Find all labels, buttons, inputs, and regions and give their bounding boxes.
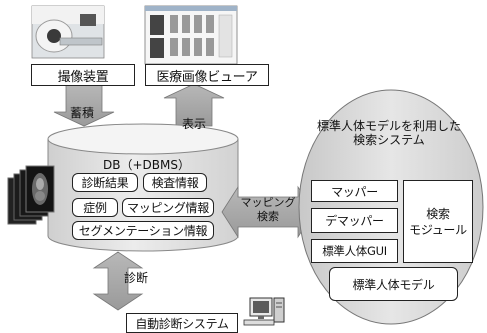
mapping-arrow-label-1: マッピング <box>240 196 296 209</box>
imaging-device-label: 撮像装置 <box>31 64 135 86</box>
diagnose-arrow-label: 診断 <box>124 271 149 285</box>
store-arrow-label: 蓄積 <box>70 106 95 120</box>
db-item-exam-info: 検査情報 <box>143 173 207 192</box>
standard-body-gui-module: 標準人体GUI <box>311 239 398 263</box>
diagnose-arrow <box>92 251 144 311</box>
demapper-module: デマッパー <box>311 208 398 233</box>
store-arrow <box>53 83 115 127</box>
search-module-line1: 検索 <box>426 206 450 221</box>
db-item-diagnosis-results: 診断結果 <box>72 173 138 192</box>
medical-viewer-label: 医療画像ビューア <box>145 64 269 86</box>
db-item-mapping-info: マッピング情報 <box>122 198 214 217</box>
computer-icon <box>243 297 285 326</box>
search-system-ellipse <box>298 89 484 325</box>
auto-diagnosis-system-label: 自動診断システム <box>126 313 238 333</box>
image-slices-stack <box>7 165 55 225</box>
system-title-line2: 検索システム <box>353 133 425 147</box>
medical-viewer-screenshot <box>144 5 238 65</box>
db-item-segmentation-info: セグメンテーション情報 <box>72 221 214 240</box>
mapper-module: マッパー <box>311 180 398 202</box>
system-title-line1: 標準人体モデルを利用した <box>316 119 461 133</box>
display-arrow-label: 表示 <box>182 117 207 131</box>
db-title: DB（+DBMS） <box>103 158 190 172</box>
search-module: 検索 モジュール <box>403 180 473 263</box>
db-item-cases: 症例 <box>72 198 118 217</box>
mapping-arrow-label-2: 検索 <box>257 210 279 223</box>
search-module-line2: モジュール <box>409 222 467 237</box>
standard-body-model: 標準人体モデル <box>329 267 458 301</box>
display-arrow <box>163 83 225 127</box>
imaging-device-photo <box>31 5 105 59</box>
